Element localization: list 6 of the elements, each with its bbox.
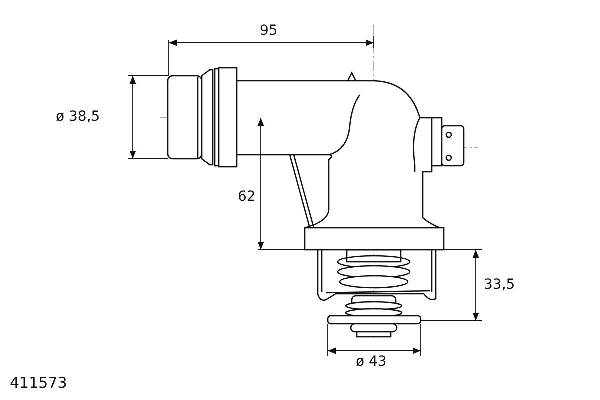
dimension-value: 33,5 bbox=[484, 278, 516, 292]
dimension-value: 62 bbox=[238, 190, 256, 204]
part-number: 411573 bbox=[10, 376, 68, 391]
dimension-value: 95 bbox=[260, 24, 278, 38]
dimension-value: ø 38,5 bbox=[56, 110, 100, 124]
dimension-value: ø 43 bbox=[356, 355, 387, 369]
